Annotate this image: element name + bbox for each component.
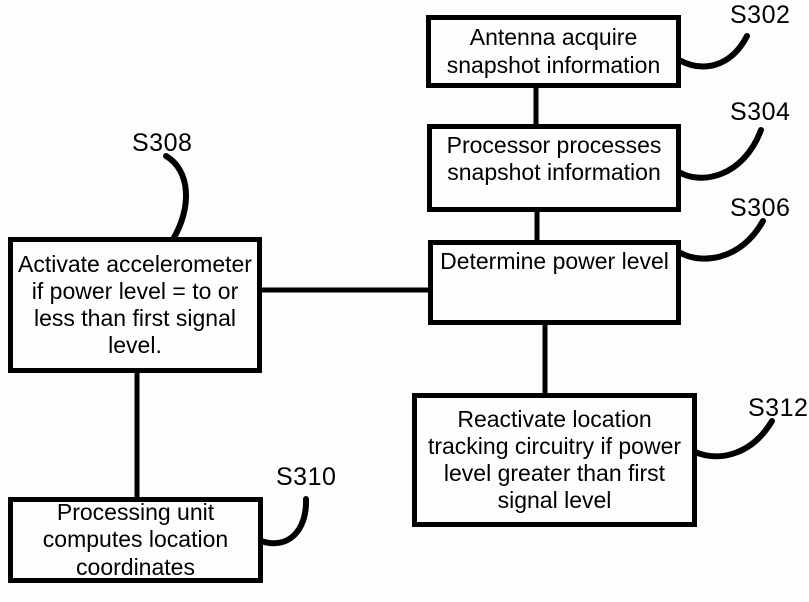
step-label-s304: S304 [730, 98, 791, 126]
step-label-s302: S302 [730, 1, 791, 29]
callout-curve-s304 [676, 127, 764, 181]
callout-curve-s310 [258, 496, 310, 547]
flow-step-text-processor-processes: Processor processes snapshot information [446, 132, 662, 186]
flow-step-box-processor-processes: Processor processes snapshot information [427, 124, 681, 212]
flow-step-box-antenna-acquire: Antenna acquire snapshot information [426, 15, 681, 88]
flow-step-text-activate-accelerometer: Activate accelerometer if power level = … [18, 250, 252, 359]
flow-step-text-processing-unit: Processing unit computes location coordi… [42, 499, 229, 580]
step-label-s312: S312 [748, 394, 809, 422]
flow-step-box-determine-power-level: Determine power level [428, 240, 681, 325]
step-label-s306: S306 [730, 194, 791, 222]
callout-curve-s308 [163, 153, 190, 244]
callout-curve-s302 [676, 33, 750, 70]
flow-step-box-reactivate-tracking: Reactivate location tracking circuitry i… [412, 393, 697, 527]
flow-step-text-determine-power-level: Determine power level [440, 248, 669, 274]
step-label-s310: S310 [276, 463, 337, 491]
callout-curve-s312 [692, 418, 775, 460]
flow-step-text-reactivate-tracking: Reactivate location tracking circuitry i… [427, 405, 682, 514]
callout-curve-s306 [676, 218, 766, 262]
step-label-s308: S308 [132, 129, 193, 157]
flow-step-text-antenna-acquire: Antenna acquire snapshot information [446, 24, 661, 78]
flow-step-box-activate-accelerometer: Activate accelerometer if power level = … [8, 237, 262, 373]
flow-step-box-processing-unit: Processing unit computes location coordi… [8, 497, 263, 583]
